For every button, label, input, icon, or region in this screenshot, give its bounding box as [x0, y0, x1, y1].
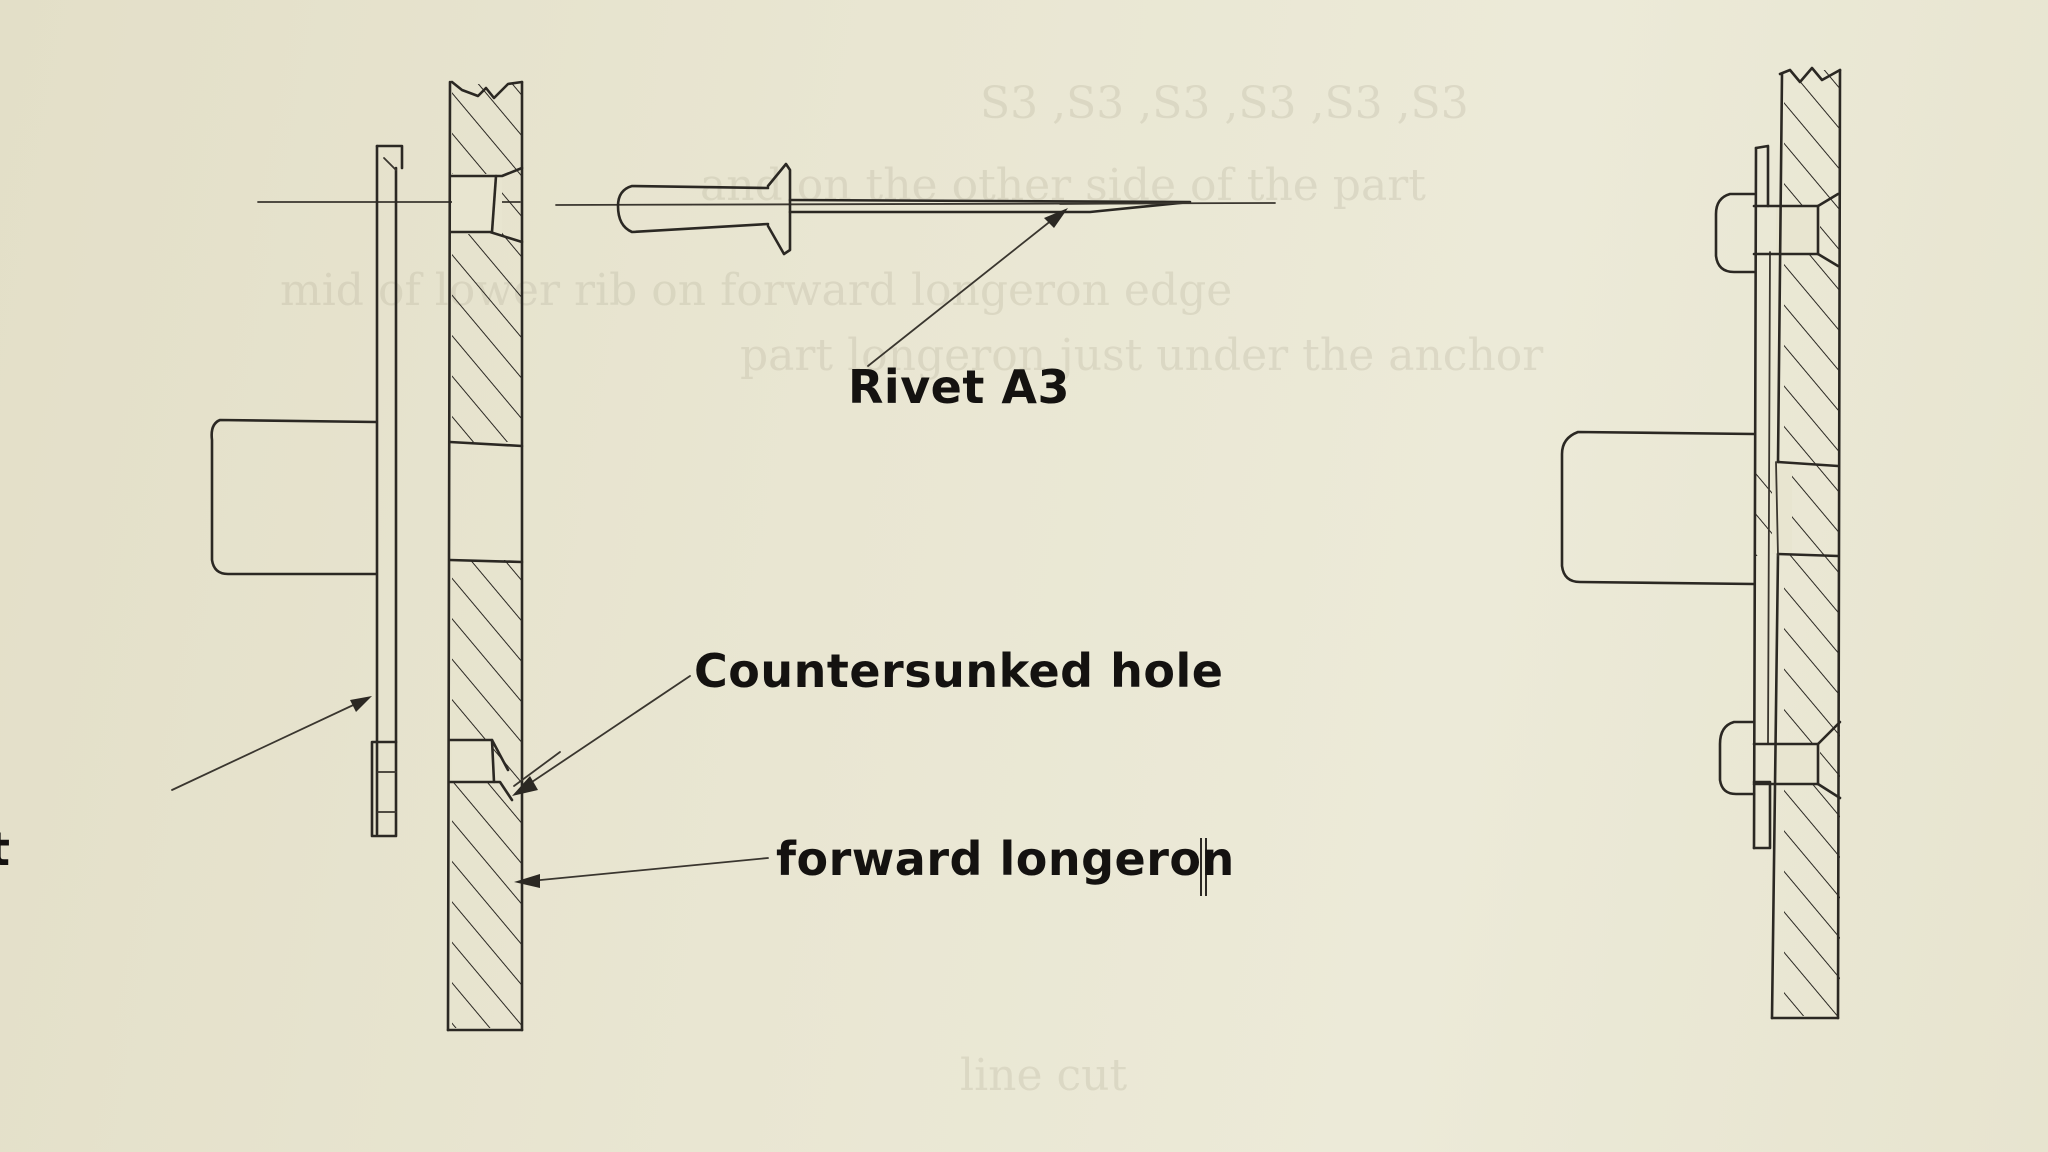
svg-text:line cut: line cut: [960, 1050, 1127, 1101]
forward-longeron-label: forward longeron: [776, 832, 1235, 886]
rivet-label: Rivet A3: [848, 360, 1070, 414]
longeron-leader: [514, 857, 769, 888]
cut-off-label: t: [0, 822, 11, 876]
rivet-mandrel: [788, 198, 1192, 214]
left-bracket-lug: [210, 418, 378, 576]
right-bottom-rivet-head: [1718, 720, 1756, 796]
left-assembly: [171, 80, 524, 1032]
right-top-rivet-head: [1714, 192, 1756, 274]
bleed-through-text: S3 ,S3 ,S3 ,S3 ,S3 ,S3 and on the other …: [280, 78, 1544, 1101]
rivet-sleeve: [616, 184, 770, 234]
svg-text:mid of lower rib on forward lo: mid of lower rib on forward longeron edg…: [280, 265, 1232, 316]
plate-leader-arrow: [171, 696, 372, 791]
rivet-a3: [616, 162, 1192, 367]
left-thin-plate: [370, 144, 404, 838]
svg-text:part longeron just under the a: part longeron just under the anchor: [740, 330, 1544, 381]
rivet-leader-line: [867, 211, 1063, 367]
text-cursor-mark: [1200, 838, 1207, 896]
countersunk-hole-label: Countersunked hole: [694, 644, 1224, 698]
right-bracket-lug: [1560, 430, 1756, 586]
left-longeron-section: [446, 80, 524, 1032]
rivet-head: [766, 162, 792, 256]
svg-text:S3 ,S3 ,S3 ,S3 ,S3 ,S3: S3 ,S3 ,S3 ,S3 ,S3 ,S3: [980, 78, 1469, 129]
countersunk-leader: [512, 675, 691, 796]
right-assembly: [1560, 66, 1842, 1020]
